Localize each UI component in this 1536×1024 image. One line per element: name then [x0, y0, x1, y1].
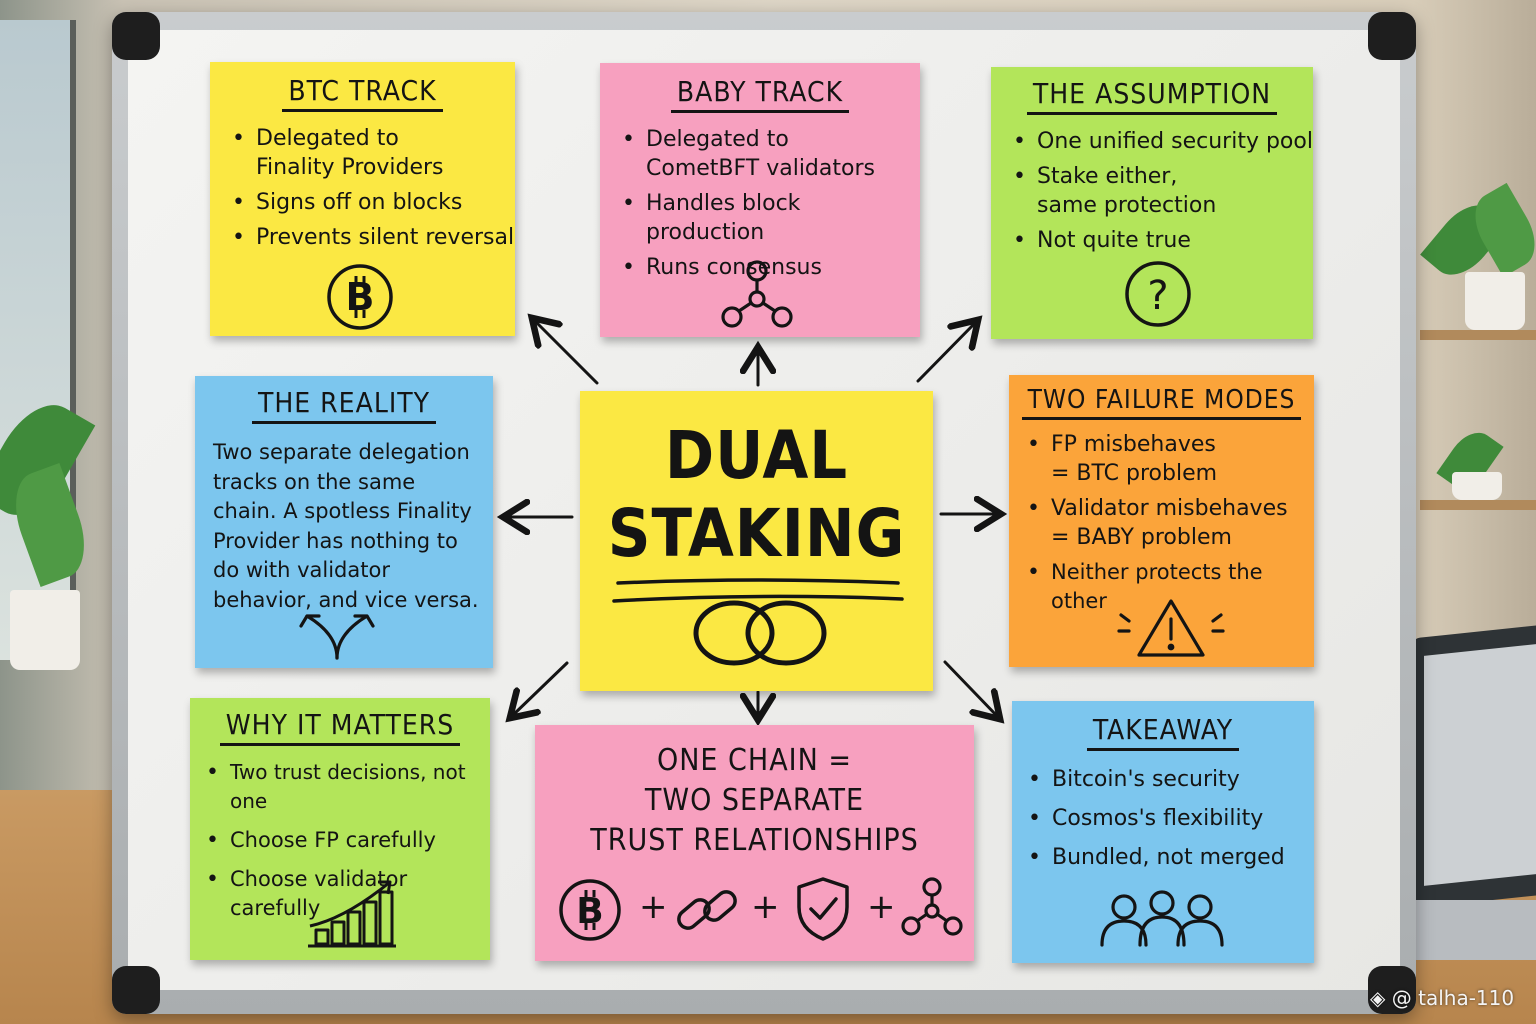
board-corner — [1368, 966, 1416, 1014]
list-item: Bundled, not merged — [1028, 843, 1314, 872]
plus-sign: + — [639, 887, 668, 927]
note-title: WHY IT MATTERS — [219, 708, 461, 746]
board-corner — [112, 966, 160, 1014]
svg-text:?: ? — [1147, 273, 1168, 319]
plus-sign: + — [867, 887, 896, 927]
note-title: BABY TRACK — [670, 75, 850, 113]
arrow-to-why-it-matters — [512, 661, 569, 716]
note-two-failure-modes: TWO FAILURE MODES FP misbehaves = BTC pr… — [1009, 375, 1314, 667]
note-title: TWO FAILURE MODES — [1021, 385, 1302, 420]
arrow-to-btc-track — [534, 320, 599, 385]
note-the-assumption: THE ASSUMPTION One unified security pool… — [991, 67, 1313, 339]
list-item: Choose FP carefully — [206, 826, 490, 855]
list-item: Two trust decisions, not one — [206, 758, 490, 816]
note-one-chain: ONE CHAIN = TWO SEPARATE TRUST RELATIONS… — [535, 725, 974, 961]
list-item: Cosmos's flexibility — [1028, 804, 1314, 833]
warning-icon — [1117, 599, 1225, 657]
watermark-icon: ◈ — [1370, 986, 1386, 1010]
question-mark-icon: ? — [1125, 261, 1191, 327]
bitcoin-icon: B — [559, 879, 621, 941]
network-nodes-icon — [901, 877, 963, 936]
center-title-line1: DUAL — [664, 417, 849, 494]
arrow-to-takeaway — [943, 660, 998, 717]
note-btc-track: BTC TRACK Delegated to Finality Provider… — [210, 62, 515, 336]
plant-pot — [10, 590, 80, 670]
arrow-to-assumption — [916, 322, 976, 383]
interlocking-rings-icon — [693, 600, 827, 666]
list-item: Handles block production — [622, 189, 920, 247]
shelf — [1420, 500, 1536, 510]
people-group-icon — [1100, 890, 1224, 947]
list-item: One unified security pool — [1013, 127, 1313, 156]
note-why-it-matters: WHY IT MATTERS Two trust decisions, not … — [190, 698, 490, 960]
one-chain-line3: TRUST RELATIONSHIPS — [590, 823, 919, 858]
svg-text:B: B — [576, 891, 603, 932]
diverging-arrows-icon — [299, 614, 375, 660]
link-icon — [677, 890, 737, 930]
shelf — [1420, 330, 1536, 340]
watermark: ◈ @ talha-110 — [1370, 986, 1514, 1010]
one-chain-line2: TWO SEPARATE — [644, 783, 865, 818]
list-item: Stake either, same protection — [1013, 162, 1237, 220]
network-nodes-icon — [721, 260, 793, 328]
note-dual-staking: DUAL STAKING — [580, 391, 933, 691]
note-baby-track: BABY TRACK Delegated to CometBFT validat… — [600, 63, 920, 337]
note-title: THE ASSUMPTION — [1026, 77, 1278, 115]
plant-pot — [1452, 472, 1502, 500]
note-title: BTC TRACK — [282, 74, 443, 112]
note-title: TAKEAWAY — [1086, 713, 1240, 751]
growth-chart-icon — [308, 880, 396, 948]
list-item: FP misbehaves = BTC problem — [1027, 430, 1231, 488]
note-the-reality: THE REALITY Two separate delegation trac… — [195, 376, 493, 668]
board-corner — [112, 12, 160, 60]
board-corner — [1368, 12, 1416, 60]
list-item: Prevents silent reversal — [232, 223, 515, 252]
watermark-text: @ talha-110 — [1391, 986, 1515, 1010]
list-item: Choose validator carefully — [206, 865, 490, 923]
list-item: Not quite true — [1013, 226, 1313, 255]
svg-text:B: B — [346, 275, 375, 319]
one-chain-line1: ONE CHAIN = — [657, 743, 852, 778]
shield-check-icon — [797, 877, 849, 941]
list-item: Runs consensus — [622, 253, 920, 282]
plus-sign: + — [751, 887, 780, 927]
note-takeaway: TAKEAWAY Bitcoin's security Cosmos's fle… — [1012, 701, 1314, 963]
plant-pot — [1465, 272, 1525, 330]
list-item: Bitcoin's security — [1028, 765, 1314, 794]
list-item: Delegated to Finality Providers — [232, 124, 466, 182]
title-underline — [612, 578, 904, 603]
note-title: THE REALITY — [251, 386, 437, 424]
bitcoin-icon: B — [327, 264, 393, 330]
list-item: Neither protects the other — [1027, 558, 1314, 616]
list-item: Validator misbehaves = BABY problem — [1027, 494, 1291, 552]
list-item: Delegated to CometBFT validators — [622, 125, 896, 183]
note-paragraph: Two separate delegation tracks on the sa… — [213, 440, 479, 612]
list-item: Signs off on blocks — [232, 188, 515, 217]
center-title-line2: STAKING — [607, 495, 906, 572]
